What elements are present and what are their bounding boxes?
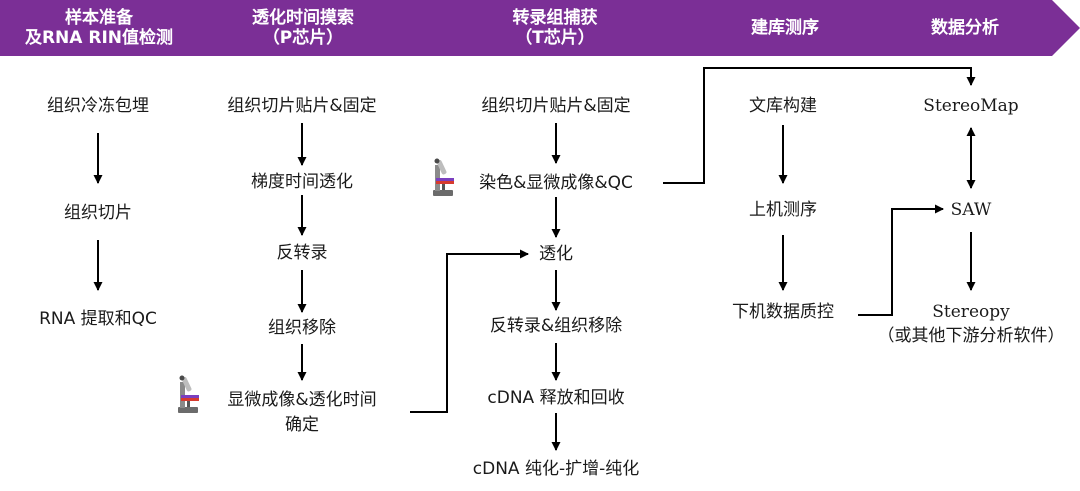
step-data-qc: 下机数据质控 [732, 302, 834, 322]
step-stereomap: StereoMap [923, 96, 1019, 116]
step-stereopy: Stereopy [932, 302, 1010, 322]
step-library-construction: 文库构建 [749, 96, 817, 116]
header-stage-t-chip-line1: 转录组捕获 [512, 8, 598, 28]
header-stage-sequencing-line1: 建库测序 [751, 18, 819, 38]
header-stage-sample-prep-line2: 及RNA RIN值检测 [24, 28, 174, 48]
header-stage-t-chip-line2: （T芯片） [515, 28, 595, 48]
step-t-cdna-release: cDNA 释放和回收 [487, 388, 625, 408]
step-saw: SAW [950, 200, 992, 220]
microscope-icon [178, 375, 199, 413]
step-t-permeabilization: 透化 [539, 244, 573, 264]
step-p-reverse-transcription: 反转录 [276, 243, 328, 263]
header-stage-analysis-line1: 数据分析 [931, 18, 999, 38]
header-stage-sequencing: 建库测序 [700, 0, 870, 56]
step-tissue-sectioning: 组织切片 [64, 203, 132, 223]
step-p-imaging-line1: 显微成像&透化时间 [227, 390, 377, 410]
microscope-icon [433, 158, 454, 196]
step-t-cdna-purify-amplify: cDNA 纯化-扩增-纯化 [472, 459, 640, 479]
header-stage-sample-prep-line1: 样本准备 [65, 8, 133, 28]
header-stage-p-chip: 透化时间摸索 （P芯片） [200, 0, 406, 56]
step-sequencing-run: 上机测序 [749, 200, 817, 220]
header-stage-p-chip-line1: 透化时间摸索 [252, 8, 354, 28]
step-t-staining-imaging-qc: 染色&显微成像&QC [479, 173, 633, 193]
step-t-rt-tissue-removal: 反转录&组织移除 [489, 316, 623, 336]
header-stage-p-chip-line2: （P芯片） [262, 28, 344, 48]
header-stage-sample-prep: 样本准备 及RNA RIN值检测 [0, 0, 198, 56]
step-other-software: （或其他下游分析软件） [877, 326, 1065, 346]
header-stage-analysis: 数据分析 [880, 0, 1050, 56]
step-tissue-embedding: 组织冷冻包埋 [47, 96, 149, 116]
step-p-imaging-line2: 确定 [285, 415, 319, 435]
header-band [0, 0, 1080, 56]
step-p-tissue-removal: 组织移除 [268, 318, 336, 338]
step-p-mount-fix: 组织切片贴片&固定 [227, 96, 377, 116]
step-rna-extraction-qc: RNA 提取和QC [39, 309, 157, 329]
step-t-mount-fix: 组织切片贴片&固定 [481, 96, 631, 116]
header-stage-t-chip: 转录组捕获 （T芯片） [450, 0, 660, 56]
step-p-gradient-permeabilization: 梯度时间透化 [251, 172, 353, 192]
